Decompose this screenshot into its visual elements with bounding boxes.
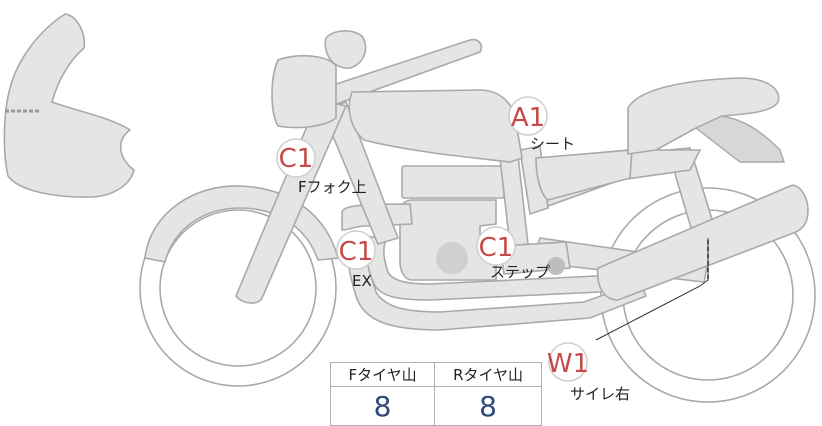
engine <box>341 165 505 281</box>
handlebar <box>324 30 367 69</box>
svg-text:サイレ右: サイレ右 <box>570 385 630 403</box>
w1-leader-line <box>595 238 709 341</box>
marker-step: C1 ステップ <box>476 226 550 281</box>
front-tire-tread-header: Fタイヤ山 <box>329 362 436 387</box>
marker-seat: A1 シート <box>508 96 575 153</box>
rear-tire-tread-header: Rタイヤ山 <box>434 362 542 387</box>
muffler <box>596 184 809 301</box>
svg-text:W1: W1 <box>547 349 589 379</box>
tail-cowl <box>694 115 785 163</box>
fuel-tank <box>348 89 523 163</box>
headlight <box>271 54 337 129</box>
front-cowl <box>3 13 135 198</box>
seat <box>627 77 780 155</box>
side-cover <box>535 149 633 201</box>
svg-text:ステップ: ステップ <box>490 263 550 281</box>
tread-header-row: Fタイヤ山 Rタイヤ山 <box>329 362 542 387</box>
front-fork <box>235 99 348 304</box>
front-fender <box>144 185 340 263</box>
svg-text:C1: C1 <box>479 233 514 263</box>
rear-tire-tread-value: 8 <box>434 386 542 426</box>
svg-text:シート: シート <box>530 135 575 153</box>
tire-tread-table: Fタイヤ山 Rタイヤ山 8 8 <box>329 362 542 426</box>
marker-exhaust: C1 EX <box>336 230 376 290</box>
svg-text:A1: A1 <box>511 103 545 133</box>
svg-text:C1: C1 <box>339 237 374 267</box>
footrest-knob <box>547 257 565 275</box>
svg-text:EX: EX <box>352 272 372 290</box>
svg-text:Fフォク上: Fフォク上 <box>298 178 367 196</box>
tread-value-row: 8 8 <box>329 386 542 426</box>
marker-fork-top: C1 Fフォク上 <box>276 138 367 196</box>
front-tire-tread-value: 8 <box>329 386 436 426</box>
svg-text:C1: C1 <box>279 144 314 174</box>
marker-muffler-right: W1 サイレ右 <box>547 342 630 403</box>
